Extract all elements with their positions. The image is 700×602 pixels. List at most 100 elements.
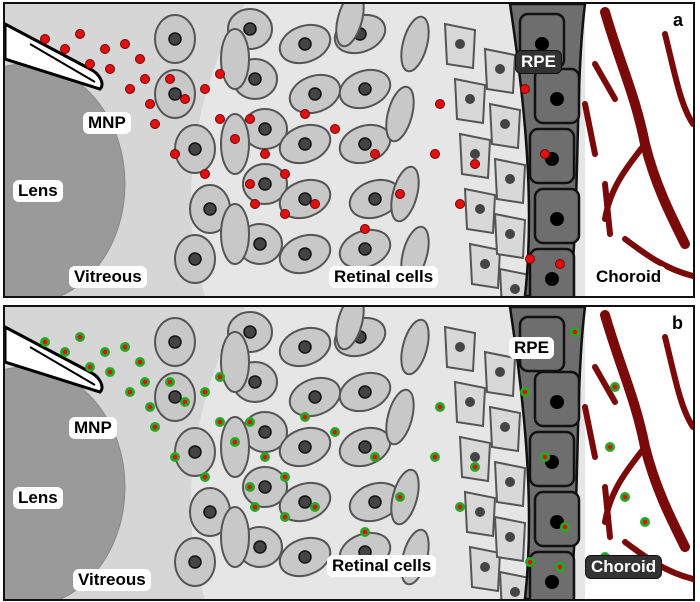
mnp-particle xyxy=(280,169,290,179)
blood-vessel xyxy=(582,101,598,157)
cell-nucleus xyxy=(168,87,182,101)
blood-vessel xyxy=(622,236,693,279)
mnp-particle xyxy=(200,84,210,94)
mnp-particle xyxy=(360,224,370,234)
mnp-particle-core xyxy=(612,384,618,390)
cell-nucleus xyxy=(298,550,312,564)
retinal-cell xyxy=(335,307,365,351)
mnp-particle-core xyxy=(542,454,548,460)
cell-nucleus xyxy=(495,367,505,377)
cell-nucleus xyxy=(358,385,372,399)
mnp-particle-core xyxy=(607,444,613,450)
cell-nucleus xyxy=(298,495,312,509)
needle-bevel xyxy=(29,43,96,83)
mnp-particle-core xyxy=(247,484,253,490)
cell-nucleus xyxy=(298,37,312,51)
mnp-particle-core xyxy=(372,454,378,460)
blood-vessel xyxy=(662,31,693,127)
cell-nucleus xyxy=(188,252,202,266)
retinal-cells-label: Retinal cells xyxy=(327,555,437,577)
mnp-particle xyxy=(230,134,240,144)
vitreous-label: Vitreous xyxy=(73,569,151,591)
cell-nucleus xyxy=(253,237,267,251)
cell-nucleus xyxy=(188,445,202,459)
cell-nucleus xyxy=(188,555,202,569)
cell-nucleus xyxy=(505,532,515,542)
cell-nucleus xyxy=(248,72,262,86)
mnp-particle-core xyxy=(217,419,223,425)
mnp-particle xyxy=(370,149,380,159)
cell-nucleus xyxy=(480,259,490,269)
retinal-cell xyxy=(220,331,250,393)
mnp-particle xyxy=(215,69,225,79)
mnp-particle xyxy=(150,119,160,129)
cell-nucleus xyxy=(168,335,182,349)
blood-vessel xyxy=(582,404,598,460)
retinal-cell xyxy=(400,318,430,376)
cell-nucleus xyxy=(455,342,465,352)
mnp-particle xyxy=(520,84,530,94)
cell-nucleus xyxy=(505,174,515,184)
cell-nucleus xyxy=(308,87,322,101)
mnp-particle-core xyxy=(172,454,178,460)
cell-nucleus xyxy=(550,212,564,226)
cell-nucleus xyxy=(510,284,520,294)
vitreous-label: Vitreous xyxy=(69,266,147,288)
mnp-particles xyxy=(40,29,565,269)
cell-nucleus xyxy=(258,122,272,136)
cell-nucleus xyxy=(470,452,480,462)
mnp-particle-core xyxy=(282,514,288,520)
mnp-label: MNP xyxy=(69,417,117,439)
mnp-particle xyxy=(120,39,130,49)
cell-nucleus xyxy=(298,440,312,454)
mnp-particle-core xyxy=(252,504,258,510)
cell-nucleus xyxy=(298,192,312,206)
mnp-particle-core xyxy=(262,454,268,460)
mnp-particle-core xyxy=(397,494,403,500)
cell-nucleus xyxy=(465,397,475,407)
mnp-particle xyxy=(200,169,210,179)
panel-b: Lens Vitreous MNP Retinal cells RPE Chor… xyxy=(3,305,695,601)
mnp-particle-core xyxy=(312,504,318,510)
photoreceptor-cell xyxy=(498,570,532,599)
blood-vessel xyxy=(662,334,693,430)
choroid-vessels xyxy=(582,7,693,279)
cell-nucleus xyxy=(258,177,272,191)
cell-nucleus xyxy=(358,82,372,96)
mnp-particle xyxy=(430,149,440,159)
cell-nucleus xyxy=(475,507,485,517)
cell-nucleus xyxy=(535,37,549,51)
mnp-particle-core xyxy=(572,329,578,335)
mnp-particle-core xyxy=(527,559,533,565)
injection-needle xyxy=(5,325,104,394)
retinal-cells-group xyxy=(154,307,532,599)
mnp-particle-core xyxy=(642,519,648,525)
choroid-vessels xyxy=(582,310,693,582)
mnp-particle-core xyxy=(457,504,463,510)
mnp-particle-core xyxy=(42,339,48,345)
injection-needle xyxy=(5,22,104,91)
mnp-particle-core xyxy=(167,379,173,385)
mnp-particle-core xyxy=(152,424,158,430)
rpe-label: RPE xyxy=(515,50,562,74)
cell-nucleus xyxy=(308,390,322,404)
photoreceptor-cell xyxy=(498,267,532,296)
cell-nucleus xyxy=(470,149,480,159)
cell-nucleus xyxy=(168,32,182,46)
mnp-particle-core xyxy=(202,474,208,480)
mnp-particle xyxy=(310,199,320,209)
mnp-particle xyxy=(105,64,115,74)
mnp-particle-core xyxy=(437,404,443,410)
cell-nucleus xyxy=(368,495,382,509)
mnp-particle xyxy=(525,254,535,264)
cell-nucleus xyxy=(500,119,510,129)
cell-nucleus xyxy=(358,440,372,454)
mnp-particle-core xyxy=(247,419,253,425)
needle-bevel xyxy=(29,346,96,386)
mnp-particle-core xyxy=(217,374,223,380)
mnp-particle-core xyxy=(77,334,83,340)
mnp-particle xyxy=(300,109,310,119)
cell-nucleus xyxy=(480,562,490,572)
cell-nucleus xyxy=(505,477,515,487)
mnp-particle xyxy=(40,34,50,44)
